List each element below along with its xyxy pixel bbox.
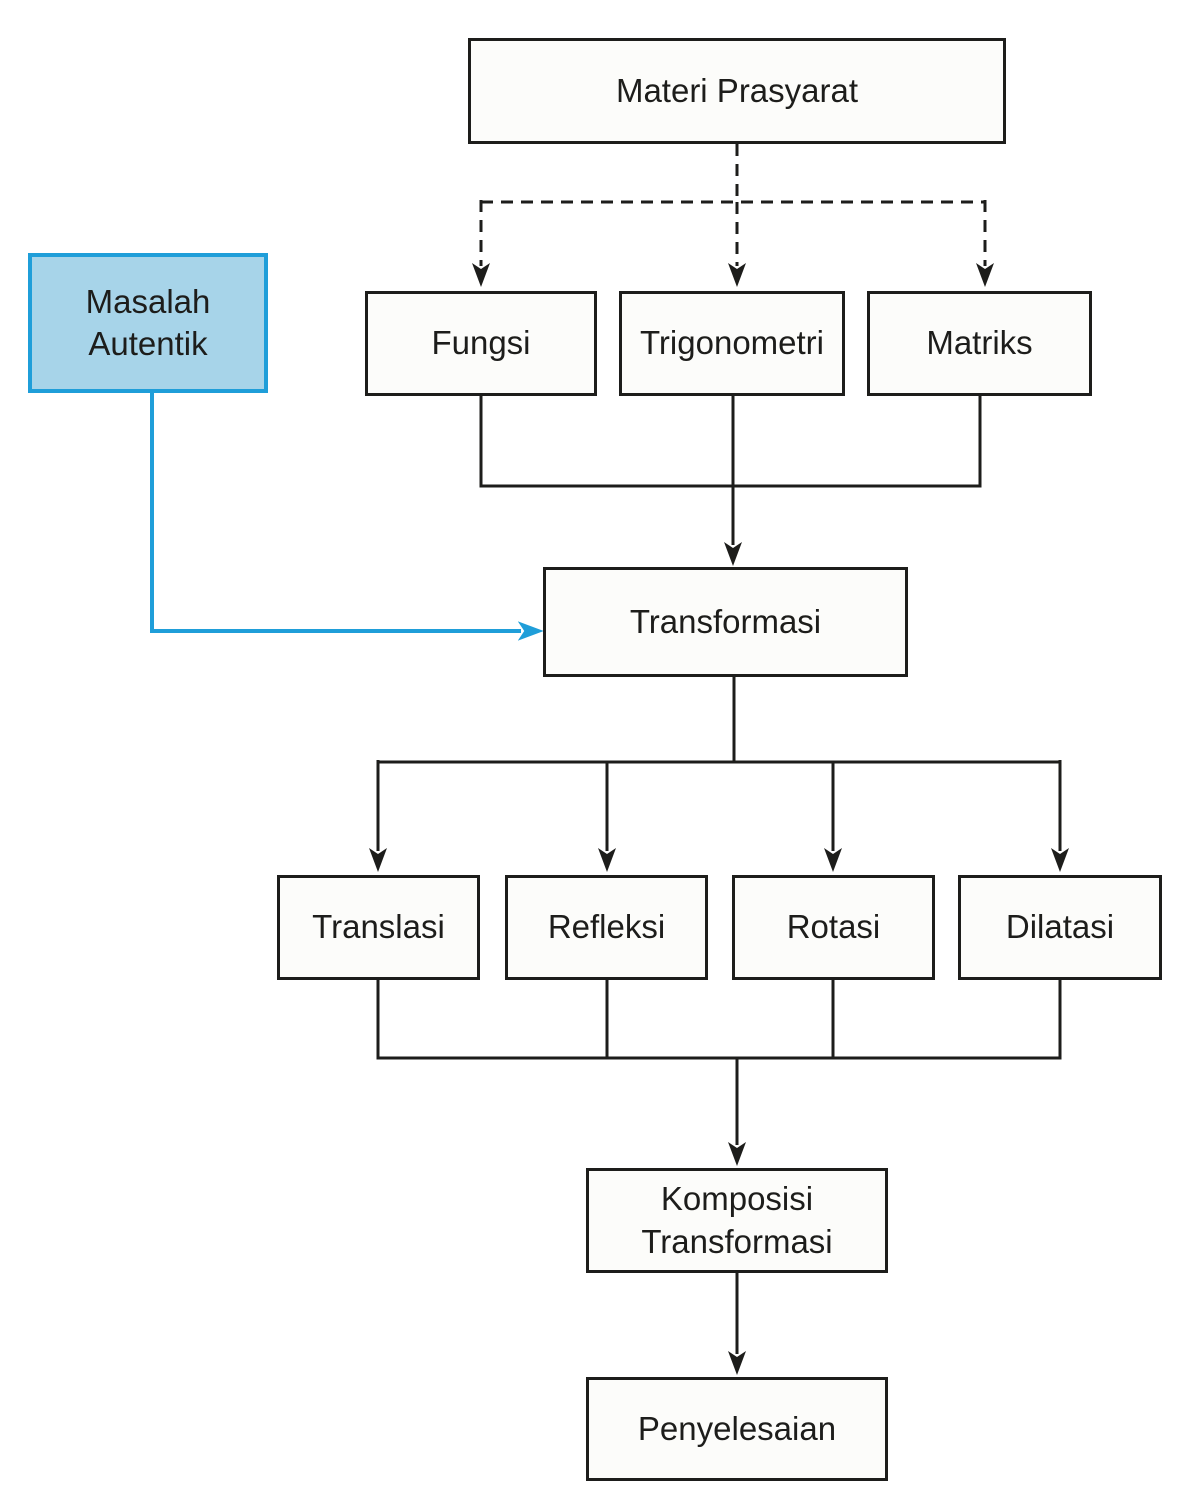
node-label-dilatasi: Dilatasi: [1005, 908, 1115, 946]
node-label-translasi: Translasi: [312, 908, 445, 946]
node-trigonometri: Trigonometri: [619, 291, 845, 396]
node-materi-prasyarat: Materi Prasyarat: [468, 38, 1006, 144]
node-label-masalah-autentik: Masalah Autentik: [85, 282, 211, 362]
transformasi-split-connectors: [369, 677, 1069, 872]
node-penyelesaian: Penyelesaian: [586, 1377, 888, 1481]
node-label-materi-prasyarat: Materi Prasyarat: [615, 71, 859, 109]
node-transformasi: Transformasi: [543, 567, 908, 677]
node-label-refleksi: Refleksi: [547, 908, 666, 946]
node-label-fungsi: Fungsi: [431, 324, 531, 362]
node-komposisi-transformasi: Komposisi Transformasi: [586, 1168, 888, 1273]
node-fungsi: Fungsi: [365, 291, 597, 396]
node-label-komposisi-transformasi: Komposisi Transformasi: [641, 1180, 833, 1260]
node-masalah-autentik: Masalah Autentik: [28, 253, 268, 393]
merge-to-komposisi-connectors: [376, 980, 1062, 1375]
dashed-connectors: [472, 144, 994, 287]
node-matriks: Matriks: [867, 291, 1092, 396]
node-dilatasi: Dilatasi: [958, 875, 1162, 980]
node-label-trigonometri: Trigonometri: [640, 324, 824, 362]
node-label-matriks: Matriks: [926, 324, 1033, 362]
node-label-transformasi: Transformasi: [629, 602, 822, 640]
node-rotasi: Rotasi: [732, 875, 935, 980]
node-translasi: Translasi: [277, 875, 480, 980]
masalah-to-transformasi-arrow: [150, 393, 544, 641]
merge-to-transformasi-connectors: [479, 396, 982, 566]
node-label-penyelesaian: Penyelesaian: [637, 1409, 837, 1447]
node-refleksi: Refleksi: [505, 875, 708, 980]
node-label-rotasi: Rotasi: [786, 908, 881, 946]
